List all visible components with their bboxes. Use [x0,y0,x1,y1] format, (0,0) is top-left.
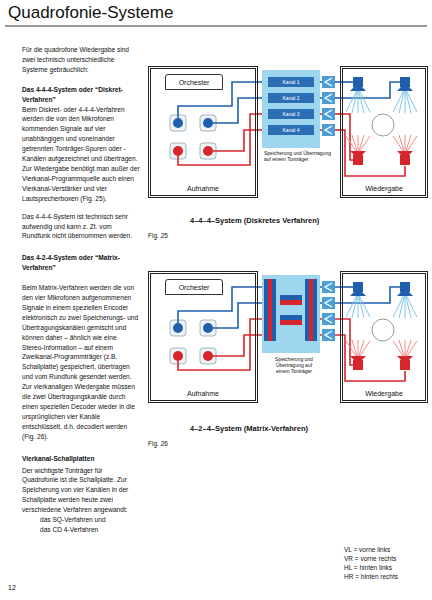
node-label: Wiedergabe [365,185,403,192]
section-heading: Das 4-2-4-System oder “Matrix-Verfahren” [22,253,140,273]
channel-bar: Kanal 4 [268,125,314,135]
text-label: 4–2–4–System (Matrix-Verfahren) [190,424,308,433]
orchestra-box: Orchester [165,74,223,90]
body-text: Für die quadrofone Wiedergabe sind zwei … [22,45,140,75]
text-label: HL = hinten links [344,564,392,571]
body-text: das SQ-Verfahren und [22,515,140,525]
page-title: Quadrofonie-Systeme [8,3,173,23]
node-label: Kanal 2 [283,95,300,101]
encoder [264,279,276,341]
text-label: Fig. 25 [148,232,168,239]
node-label: Wiedergabe [365,390,403,397]
body-text: Beim Diskret- oder 4-4-4-Verfahren werde… [22,105,140,204]
room-box: Wiedergabe [340,66,428,198]
text-label: VL = vorne links [344,546,390,553]
section-heading: Vierkanal-Schallplatten [22,454,140,464]
body-text: das CD 4-Verfahren [22,525,140,535]
body-text: Der wichtigste Tonträger für Quadrofonie… [22,466,140,516]
node-label: Orchester [179,79,210,86]
node-label: Kanal 1 [283,79,300,85]
text-column: Für die quadrofone Wiedergabe sind zwei … [22,45,140,535]
orchestra-box: Orchester [165,279,223,295]
channel-bar [280,295,302,300]
text-label: 12 [8,584,16,591]
channel-bar: Kanal 1 [268,77,314,87]
node-label: Aufnahme [187,390,219,397]
title-rule [5,26,427,27]
node-label: Orchester [179,284,210,291]
section-heading: Das 4-4-4-System oder “Diskret-Verfahren… [22,85,140,105]
text-label: Speicherung und Übertragung auf einem To… [264,150,334,162]
body-text: Beim Matrix-Verfahren werden die von den… [22,283,140,442]
body-text: Das 4-4-4-System ist technisch sehr aufw… [22,212,140,242]
decoder [305,279,317,341]
node-label: Kanal 3 [283,111,300,117]
node-label: Aufnahme [187,185,219,192]
text-label: Fig. 26 [148,440,168,447]
channel-bar: Kanal 3 [268,109,314,119]
text-label: VR = vorne rechts [344,555,396,562]
node-label: Kanal 4 [283,127,300,133]
text-label: HR = hinten rechts [344,573,398,580]
room-box: Aufnahme Orchester [148,271,258,403]
text-label: Speicherung und Übertragung auf einem To… [274,356,314,374]
room-box: Aufnahme Orchester [148,66,258,198]
channel-bar: Kanal 2 [268,93,314,103]
room-box: Wiedergabe [340,271,428,403]
text-label: 4–4–4–System (Diskretes Verfahren) [190,216,319,225]
